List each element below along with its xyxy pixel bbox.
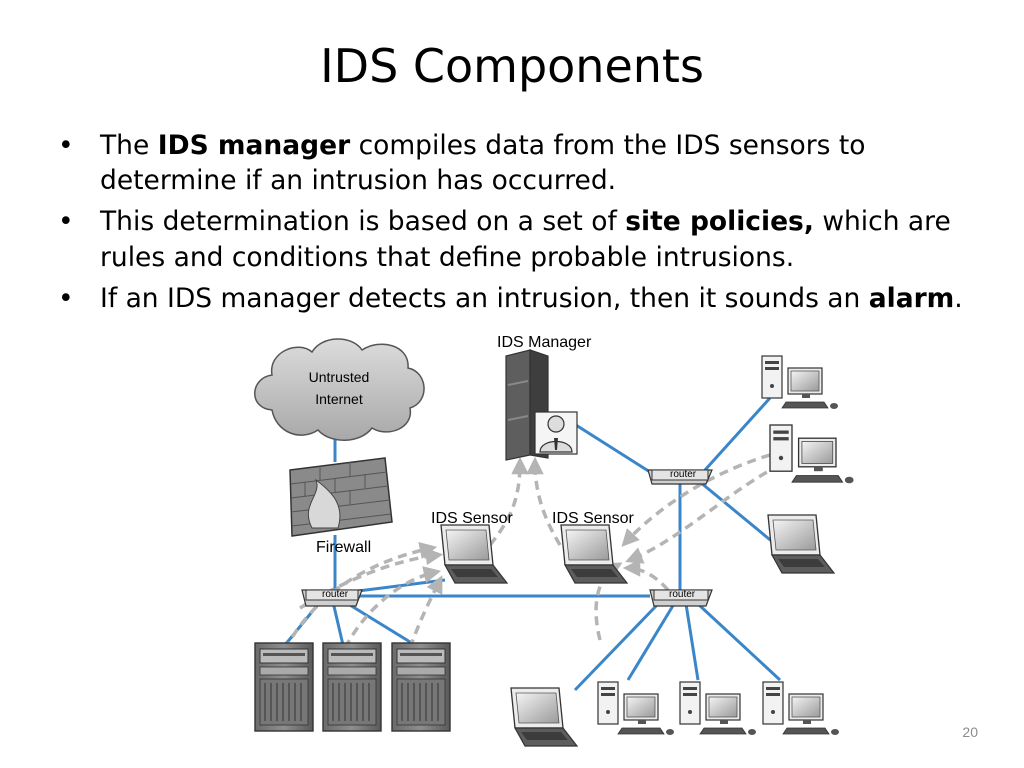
cloud-label-line2: Internet — [315, 391, 363, 407]
bullet-dot-icon: • — [58, 206, 74, 238]
desktop-pc-bottom-3-icon — [762, 681, 840, 736]
flow-pc-to-sensor2 — [621, 453, 771, 547]
bullet-text: This determination is based on a set of — [100, 206, 626, 238]
flow-server2-to-sensor — [343, 566, 442, 649]
flow-sensor2-to-manager — [526, 456, 562, 546]
link-router-pc-b2 — [684, 603, 700, 681]
router-top-label: router — [670, 469, 697, 480]
bullet-bold: alarm — [868, 282, 955, 314]
link-router-server2 — [331, 601, 345, 646]
ids-sensor-left-label: IDS Sensor — [431, 510, 513, 527]
bullet-item: • The IDS manager compiles data from the… — [58, 128, 968, 198]
network-links — [283, 396, 782, 692]
bullet-text: If an IDS manager detects an intrusion, … — [100, 282, 869, 314]
link-manager-router — [567, 418, 651, 474]
ids-sensor-right-label: IDS Sensor — [552, 510, 634, 527]
flow-server3-to-sensor — [408, 575, 443, 649]
slide-title: IDS Components — [320, 39, 704, 93]
laptop-bottom-icon — [510, 687, 578, 747]
link-router-server3 — [344, 600, 416, 647]
router-left-icon — [301, 589, 363, 607]
bullet-text: The — [100, 130, 158, 161]
bullet-dot-icon: • — [58, 130, 74, 161]
bullet-bold: site policies, — [625, 206, 814, 238]
desktop-pc-icon — [761, 355, 839, 410]
bullet-text: . — [954, 282, 963, 314]
cloud-icon — [254, 338, 425, 441]
link-router-pc — [703, 396, 772, 472]
bullet-text: compiles data from the IDS sensors to de… — [100, 130, 866, 197]
server-2-icon — [322, 642, 382, 732]
bullet-item: • This determination is based on a set o… — [58, 204, 968, 274]
firewall-icon — [289, 457, 393, 537]
flow-pc2-to-sensor2 — [625, 463, 781, 564]
bullet-bold: IDS manager — [157, 130, 351, 161]
router-right-icon — [649, 589, 713, 607]
link-router-pc-b1 — [626, 603, 676, 681]
ids-sensor-right-laptop-icon — [560, 524, 628, 584]
server-3-icon — [391, 642, 451, 732]
desktop-pc-large-icon — [769, 424, 855, 484]
ids-manager-icon — [505, 349, 578, 461]
server-1-icon — [254, 642, 314, 732]
link-router-pc-b3 — [696, 602, 782, 682]
bullet-list: • The IDS manager compiles data from the… — [58, 128, 968, 322]
link-router-laptop-bottom — [573, 602, 660, 692]
router-right-label: router — [669, 589, 696, 600]
link-router-laptop — [699, 480, 781, 550]
cloud-label-line1: Untrusted — [309, 369, 370, 385]
bullet-dot-icon: • — [58, 282, 74, 314]
ids-manager-label: IDS Manager — [497, 334, 592, 351]
laptop-icon — [767, 514, 835, 574]
flow-sensor-to-manager — [488, 456, 529, 547]
bullet-text: which are rules and conditions that defi… — [100, 206, 951, 273]
desktop-pc-bottom-2-icon — [679, 681, 757, 736]
page-number: 20 — [962, 724, 978, 740]
flow-router-to-sensor — [299, 547, 444, 610]
flow-router-to-sensor2 — [622, 559, 670, 592]
router-left-label: router — [322, 589, 349, 600]
ids-sensor-left-laptop-icon — [440, 524, 508, 584]
router-top-icon — [647, 469, 713, 485]
bullet-item: • If an IDS manager detects an intrusion… — [58, 281, 968, 316]
desktop-pc-bottom-1-icon — [597, 681, 675, 736]
firewall-label: Firewall — [316, 539, 371, 556]
